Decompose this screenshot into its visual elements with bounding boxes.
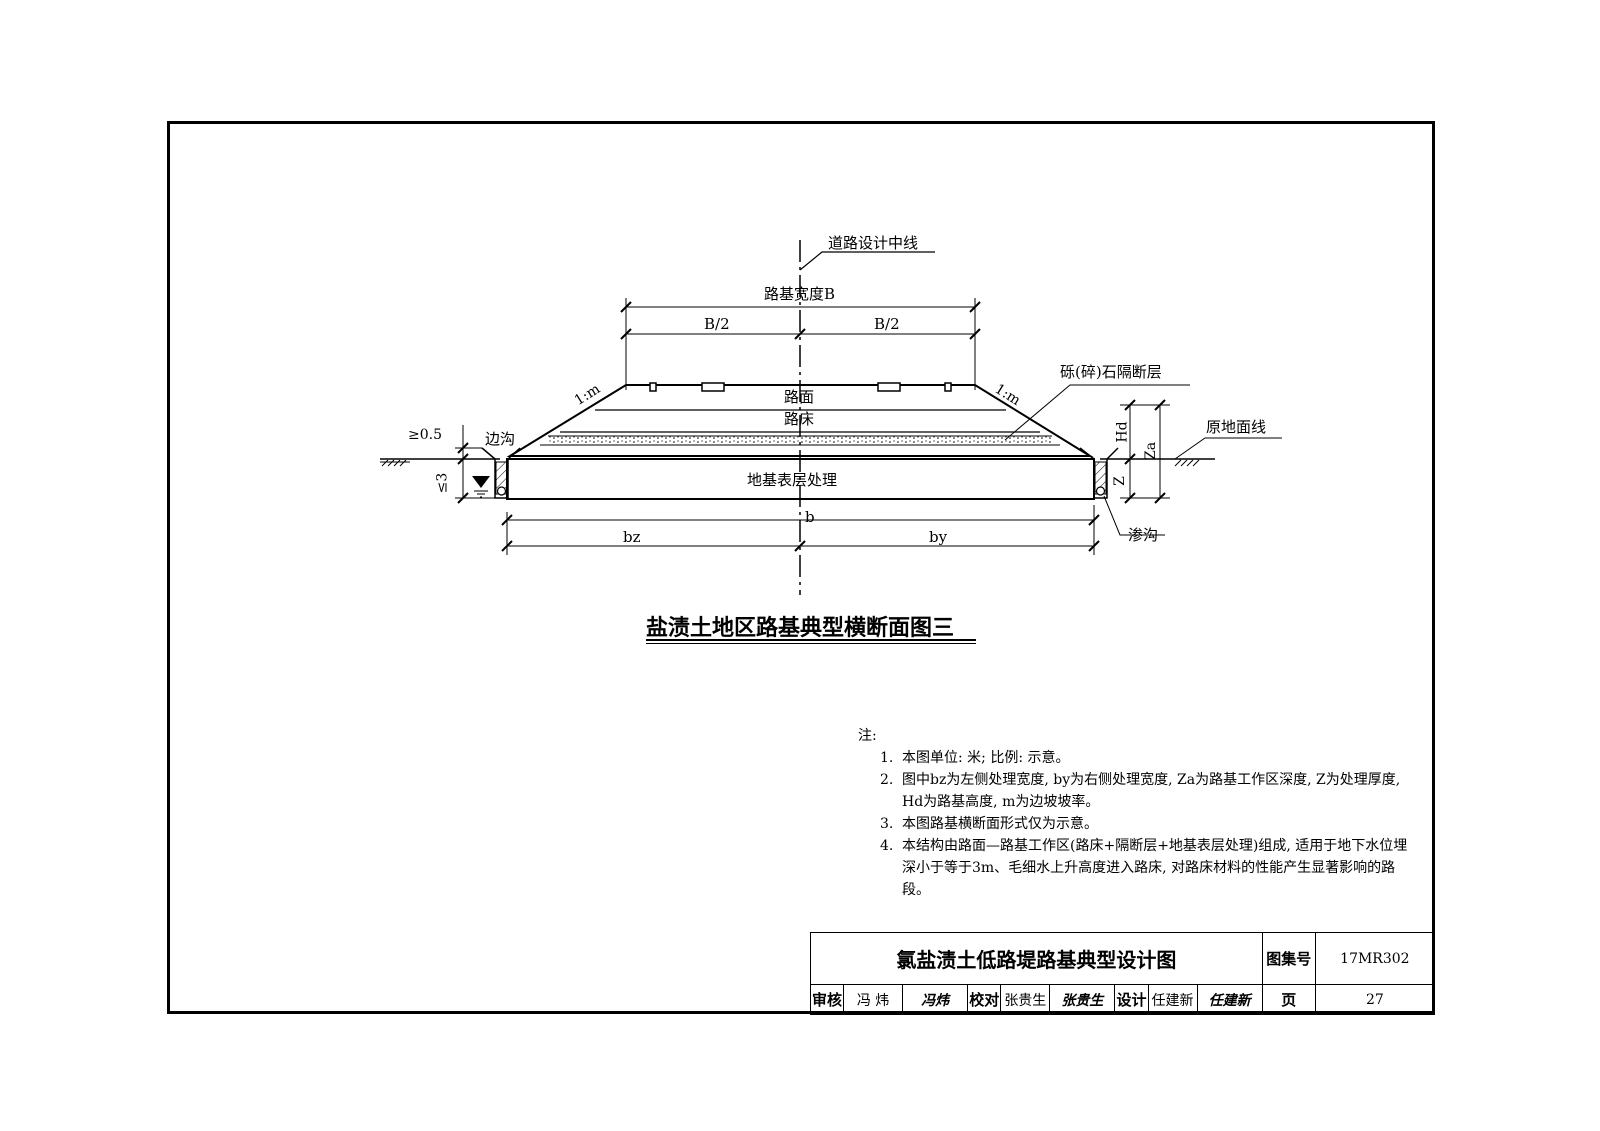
note-item: 3. 本图路基横断面形式仅为示意。	[880, 816, 1098, 832]
ditch-depth-label: ≥0.5	[408, 427, 442, 443]
b-total-label: b	[805, 508, 815, 526]
right-side-ditch	[1079, 447, 1119, 499]
side-ditch-label: 边沟	[485, 430, 516, 448]
water-table-icon	[472, 476, 490, 498]
reviewer-name: 冯 炜	[843, 984, 904, 1015]
ground-line-leader	[1174, 437, 1282, 460]
seep-ditch-leader	[1103, 495, 1165, 536]
notes-block: 注: 1. 本图单位: 米; 比例: 示意。 2. 图中bz为左侧处理宽度, b…	[858, 725, 1418, 901]
atlas-label: 图集号	[1261, 932, 1316, 985]
centerline-label: 道路设计中线	[828, 234, 919, 252]
water-depth-label: ≤3	[434, 472, 451, 494]
design-label: 设计	[1114, 984, 1149, 1015]
review-label: 审核	[809, 984, 845, 1015]
by-label: by	[929, 528, 948, 546]
centerline-leader	[799, 251, 935, 271]
left-side-ditch	[481, 447, 521, 499]
drawing-frame	[167, 121, 1435, 1014]
half-width-left-label: B/2	[704, 315, 730, 333]
half-width-right-label: B/2	[874, 315, 900, 333]
bz-label: bz	[623, 528, 641, 546]
figure-title: 盐渍土地区路基典型横断面图三	[646, 616, 955, 641]
check-label: 校对	[967, 984, 1002, 1015]
notes-heading: 注:	[858, 728, 877, 744]
title-block: 氯盐渍土低路堤路基典型设计图 图集号 17MR302 审核 冯 炜 冯炜 校对 …	[809, 932, 1436, 1015]
gravel-layer-leader	[1004, 384, 1190, 441]
z-label: Z	[1111, 476, 1128, 486]
atlas-number: 17MR302	[1314, 932, 1436, 985]
designer-name: 任建新	[1147, 984, 1198, 1015]
page-number: 27	[1314, 984, 1436, 1015]
checker-signature: 张贵生	[1049, 984, 1116, 1015]
note-item: 2. 图中bz为左侧处理宽度, by为右侧处理宽度, Za为路基工作区深度, Z…	[880, 772, 1401, 810]
hd-label: Hd	[1114, 421, 1131, 443]
pavement-curbs	[649, 382, 952, 392]
ground-line-label: 原地面线	[1206, 418, 1267, 436]
page-label: 页	[1261, 984, 1316, 1015]
note-item: 4. 本结构由路面—路基工作区(路床+隔断层+地基表层处理)组成, 适用于地下水…	[880, 838, 1408, 898]
za-label: Za	[1143, 441, 1160, 461]
seep-ditch-label: 渗沟	[1128, 526, 1159, 544]
designer-signature: 任建新	[1196, 984, 1263, 1015]
foundation-label: 地基表层处理	[747, 471, 838, 489]
subgrade-width-label: 路基宽度B	[764, 285, 836, 303]
note-item: 1. 本图单位: 米; 比例: 示意。	[880, 750, 1070, 766]
reviewer-signature: 冯炜	[902, 984, 969, 1015]
gravel-layer-label: 砾(碎)石隔断层	[1060, 363, 1162, 381]
pavement-label: 路面	[784, 388, 815, 406]
gravel-isolation-layer	[548, 436, 1052, 444]
roadbed-label: 路床	[784, 410, 815, 428]
checker-name: 张贵生	[1000, 984, 1051, 1015]
embankment-outline	[506, 384, 1094, 457]
figure-title-underline	[646, 639, 976, 641]
drawing-title: 氯盐渍土低路堤路基典型设计图	[810, 932, 1263, 985]
